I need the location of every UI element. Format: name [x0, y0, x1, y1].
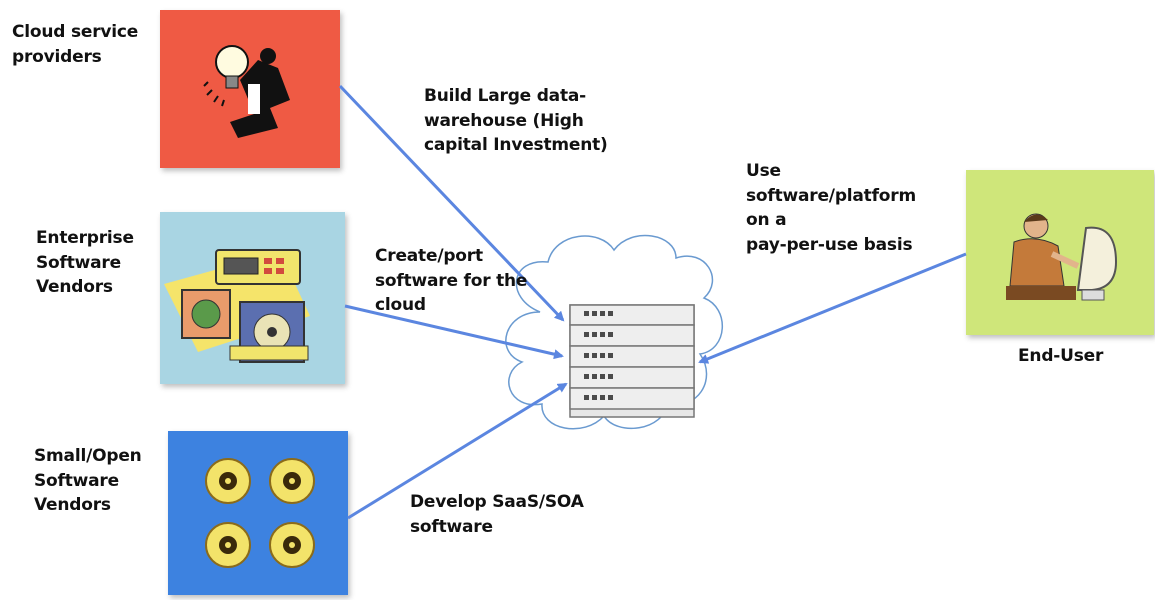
- cloud-providers-label: Cloud service providers: [12, 22, 139, 67]
- cloud-server-rack-icon: [569, 304, 695, 418]
- arrow-enterprise-vendors: [344, 304, 564, 360]
- cloud-providers-box: [160, 10, 340, 168]
- lightbulb-worker-icon: [203, 45, 290, 138]
- computer-user-icon: [1006, 213, 1118, 301]
- flow-develop-label: Develop SaaS/SOA software: [410, 492, 584, 537]
- discs-icon: [205, 458, 315, 568]
- end-user-label: End-User: [1018, 346, 1104, 366]
- flow-build-label: Build Large data- warehouse (High capita…: [424, 86, 608, 156]
- enterprise-vendors-box: [160, 212, 345, 384]
- flow-use-label: Use software/platform on a pay-per-use b…: [746, 161, 916, 255]
- arrow-small-vendors: [347, 382, 568, 520]
- arrow-cloud-providers: [338, 84, 565, 322]
- arrow-end-user: [698, 252, 967, 364]
- small-vendors-box: [168, 431, 348, 595]
- flow-create-label: Create/port software for the cloud: [375, 246, 528, 316]
- end-user-box: [966, 170, 1154, 335]
- enterprise-vendors-label: Enterprise Software Vendors: [36, 228, 134, 298]
- small-vendors-label: Small/Open Software Vendors: [34, 446, 142, 516]
- software-boxes-icon: [164, 249, 310, 363]
